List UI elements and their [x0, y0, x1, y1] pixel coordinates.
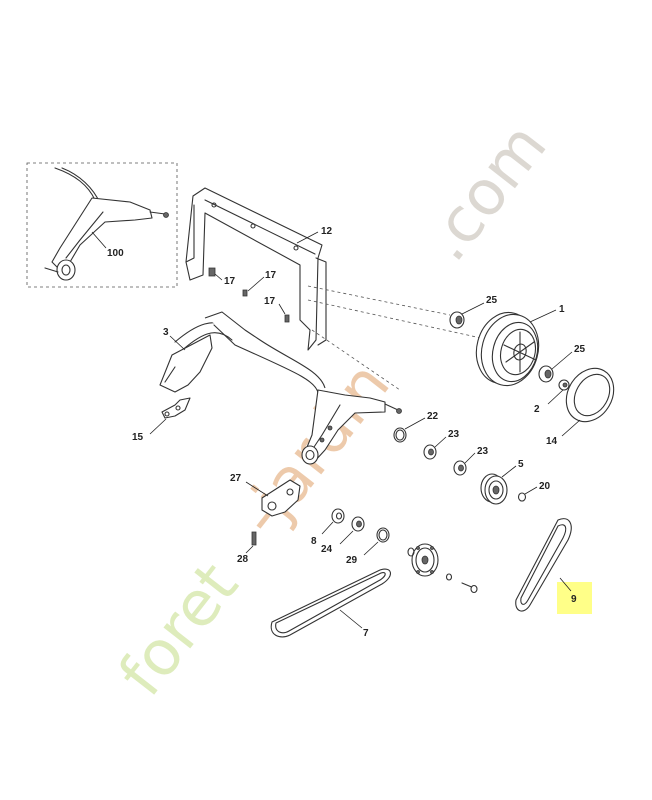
- label-17c: 17: [264, 296, 276, 307]
- callout-3: 3: [163, 327, 186, 351]
- watermark-foret: foret: [104, 549, 252, 709]
- label-17b: 17: [265, 270, 277, 281]
- callout-7: 7: [339, 609, 369, 639]
- label-22: 22: [427, 411, 439, 422]
- label-25a: 25: [486, 295, 498, 306]
- label-100: 100: [107, 248, 124, 259]
- bearing-23b: [453, 460, 467, 476]
- label-25b: 25: [574, 344, 586, 355]
- nut-2: [558, 379, 570, 391]
- pin-28: [251, 531, 257, 546]
- hubcap-14: [565, 367, 615, 423]
- label-9: 9: [571, 594, 577, 605]
- bearing-25b: [538, 365, 554, 383]
- bolt: [445, 573, 478, 594]
- clip-15: [161, 397, 191, 419]
- handle-bracket-12: [185, 187, 491, 391]
- callout-2: 2: [534, 389, 564, 415]
- label-29: 29: [346, 555, 358, 566]
- callout-17c: 17: [264, 296, 286, 315]
- bearing-24: [351, 516, 365, 532]
- bearing-25a: [449, 311, 465, 329]
- callout-29: 29: [346, 541, 379, 566]
- bearing-23a: [423, 444, 437, 460]
- callout-1: 1: [529, 304, 565, 323]
- callout-20: 20: [524, 481, 551, 495]
- label-15: 15: [132, 432, 144, 443]
- washer-8: [331, 508, 345, 524]
- label-1: 1: [559, 304, 565, 315]
- label-2: 2: [534, 404, 540, 415]
- watermark-dotcom: .com: [409, 109, 560, 274]
- handle-arm-3: [159, 311, 402, 465]
- callout-27: 27: [230, 473, 269, 497]
- label-24: 24: [321, 544, 333, 555]
- label-27: 27: [230, 473, 242, 484]
- callout-15: 15: [132, 418, 167, 443]
- screws-17: [208, 267, 290, 323]
- callout-22: 22: [404, 411, 439, 430]
- callout-25a: 25: [461, 295, 498, 315]
- callout-12: 12: [296, 226, 333, 244]
- belt-9: [515, 518, 572, 612]
- label-5: 5: [518, 459, 524, 470]
- label-20: 20: [539, 481, 551, 492]
- wheel-1: [475, 311, 540, 387]
- callout-23a: 23: [434, 429, 460, 448]
- label-17a: 17: [224, 276, 236, 287]
- callout-17a: 17: [214, 273, 236, 287]
- label-28: 28: [237, 554, 249, 565]
- callout-9-highlight: 9: [557, 577, 592, 614]
- label-14: 14: [546, 436, 558, 447]
- bracket-27: [261, 479, 301, 517]
- callout-23b: 23: [464, 446, 489, 464]
- clip-20: [517, 492, 527, 502]
- label-3: 3: [163, 327, 169, 338]
- callout-14: 14: [546, 419, 581, 447]
- label-8: 8: [311, 536, 317, 547]
- callout-24: 24: [321, 530, 354, 555]
- label-23a: 23: [448, 429, 460, 440]
- sprocket: [407, 543, 439, 577]
- circlip-22: [393, 427, 407, 443]
- callout-8: 8: [311, 521, 334, 547]
- label-7: 7: [363, 628, 369, 639]
- label-12: 12: [321, 226, 333, 237]
- callout-100: 100: [91, 231, 124, 259]
- belt-7: [270, 568, 391, 638]
- callout-17b: 17: [247, 270, 277, 292]
- callout-28: 28: [237, 545, 254, 565]
- inset-detail-100: [26, 162, 178, 288]
- callout-5: 5: [501, 459, 524, 478]
- callout-25b: 25: [551, 344, 586, 370]
- circlip-29: [376, 527, 390, 543]
- label-23b: 23: [477, 446, 489, 457]
- pulley-5: [480, 473, 508, 505]
